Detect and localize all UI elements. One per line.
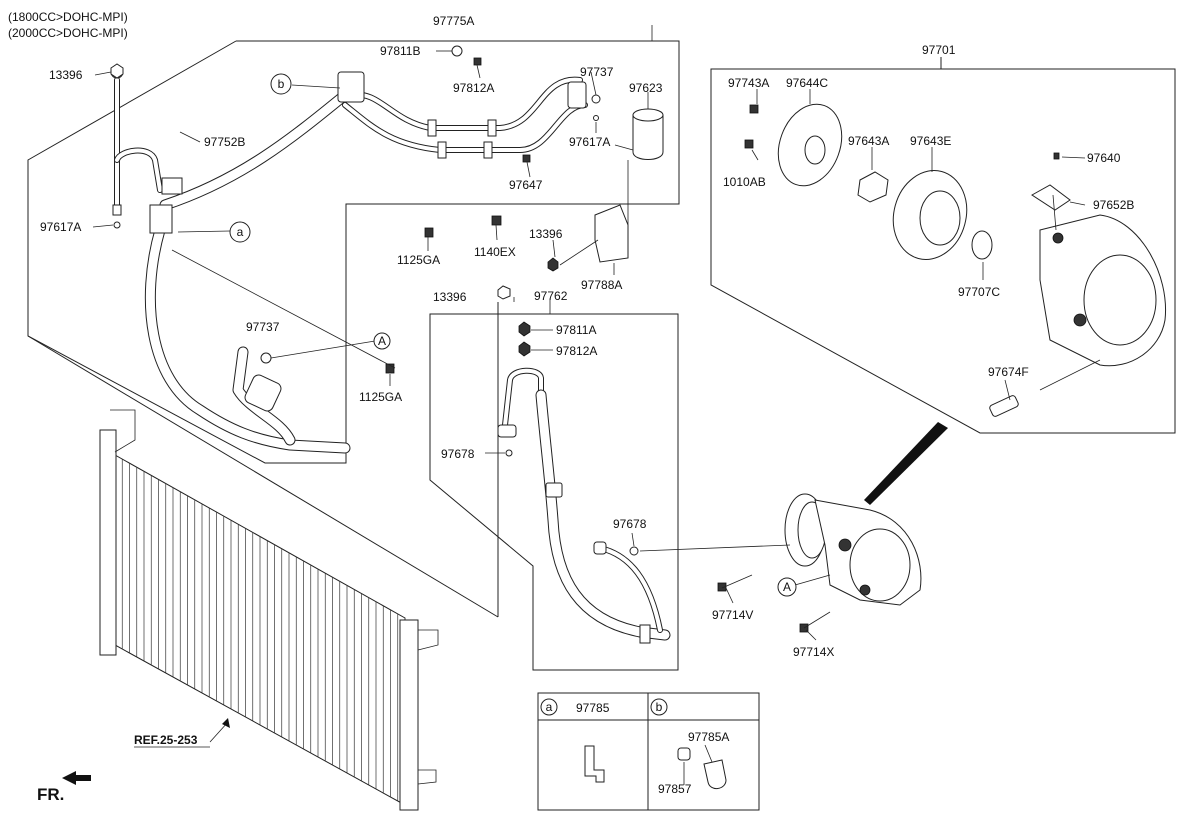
svg-text:FR.: FR. (37, 785, 64, 804)
inset-table: a 97785 b 97785A 97857 (537, 692, 760, 811)
inset-part-97857: 97857 (658, 782, 692, 796)
compressor-detail (777, 103, 1167, 417)
label-97617a: 97617A (40, 220, 81, 234)
label-97811a: 97811A (556, 323, 596, 337)
inset-part-97785: 97785 (576, 701, 610, 715)
label-97647: 97647 (509, 178, 543, 192)
label-97788a: 97788A (581, 278, 622, 292)
label-97640: 97640 (1087, 151, 1121, 165)
label-1140ex: 1140EX (474, 245, 516, 259)
label-1125ga: 1125GA (397, 253, 440, 267)
liquid-line-left (110, 65, 163, 208)
receiver-drier (614, 108, 664, 160)
callout-A-upper: A (373, 332, 391, 350)
upper-pipes (337, 71, 588, 159)
label-97743a: 97743A (728, 76, 769, 90)
part-labels: 13396 97617A 97752B 97775A 97811B 97812A… (40, 14, 1134, 659)
label-97752b: 97752B (204, 135, 245, 149)
fasteners (110, 45, 1060, 633)
reference-callout[interactable]: REF.25-253 (134, 718, 230, 748)
label-13396: 13396 (49, 68, 83, 82)
label-97643e: 97643E (910, 134, 951, 148)
discharge-group-frame (429, 313, 679, 671)
arrow-left-icon (62, 771, 91, 785)
front-direction-indicator: FR. (37, 771, 91, 804)
clamp-97785a-icon (703, 759, 727, 789)
hose-group-frame (27, 40, 680, 464)
label-97811b: 97811B (380, 44, 420, 58)
leader-lines (92, 25, 1101, 641)
callout-a: a (229, 221, 251, 243)
suction-hose (144, 89, 351, 454)
label-97652b: 97652B (1093, 198, 1134, 212)
reference-link: REF.25-253 (134, 733, 198, 747)
label-97714x: 97714X (793, 645, 834, 659)
condenser-fins (114, 455, 406, 805)
bracket-97785-icon (584, 745, 605, 783)
svg-text:b: b (278, 77, 285, 91)
inset-key-b: b (656, 700, 663, 714)
grommet-97857-icon (677, 747, 691, 761)
inset-key-a: a (546, 700, 553, 714)
compressor-detail-frame (710, 68, 1176, 434)
detail-connector (864, 422, 948, 505)
inset-part-97785a: 97785A (688, 730, 729, 744)
callout-b: b (270, 73, 292, 95)
label-97714v: 97714V (712, 608, 753, 622)
compressor-assembled (784, 493, 922, 606)
frame-diagonal (27, 335, 499, 618)
label-97775a: 97775A (433, 14, 474, 28)
label-13396-mid: 13396 (529, 227, 563, 241)
svg-text:A: A (378, 334, 386, 348)
callout-A-lower: A (777, 577, 797, 597)
label-1010ab: 1010AB (723, 175, 766, 189)
label-97617a-mid: 97617A (569, 135, 610, 149)
condenser (99, 409, 439, 811)
engine-note-2000cc: (2000CC>DOHC-MPI) (8, 26, 128, 40)
label-97737: 97737 (580, 65, 614, 79)
label-1125ga-mid: 1125GA (359, 390, 402, 404)
label-97737-mid: 97737 (246, 320, 280, 334)
label-97678-right: 97678 (613, 517, 647, 531)
label-97701: 97701 (922, 43, 956, 57)
label-97812a: 97812A (453, 81, 494, 95)
label-97707c: 97707C (958, 285, 1000, 299)
svg-text:a: a (237, 225, 244, 239)
bracket-97788a (594, 204, 629, 263)
label-97644c: 97644C (786, 76, 828, 90)
label-97674f: 97674F (988, 365, 1029, 379)
label-97643a: 97643A (848, 134, 889, 148)
label-13396-center: 13396 (433, 290, 467, 304)
label-97812a-center: 97812A (556, 344, 597, 358)
label-97623: 97623 (629, 81, 663, 95)
label-97762: 97762 (534, 289, 568, 303)
label-97678: 97678 (441, 447, 475, 461)
engine-note-1800cc: (1800CC>DOHC-MPI) (8, 10, 128, 24)
svg-text:A: A (783, 580, 791, 594)
discharge-hose (497, 367, 671, 644)
